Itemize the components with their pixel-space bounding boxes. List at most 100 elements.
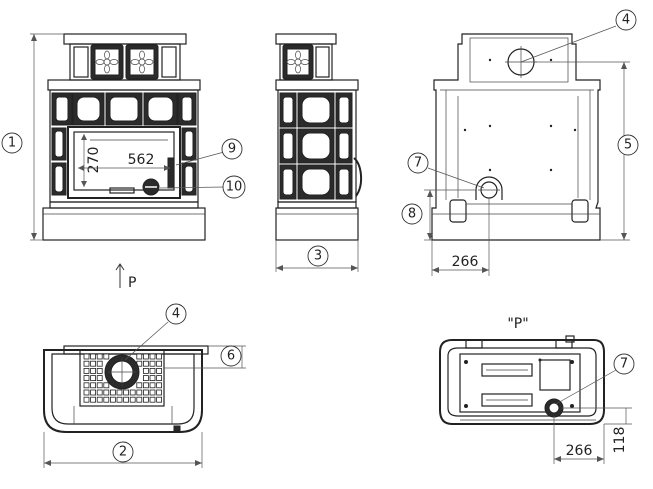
callout-10: 10 — [222, 175, 246, 199]
top-grille-frame — [79, 349, 165, 407]
grille-cell — [149, 353, 156, 360]
grille-cell — [96, 396, 103, 403]
grille-cell — [96, 353, 103, 360]
grille-cell — [96, 375, 103, 382]
grille-cell — [136, 389, 143, 396]
grille-cell — [83, 375, 90, 382]
grille-cell — [156, 382, 163, 389]
grille-cell — [149, 375, 156, 382]
grille-cell — [142, 360, 149, 367]
dim-bottom-outlet-offset: 266 — [566, 443, 593, 459]
grille-cell — [129, 396, 136, 403]
dim-firebox-width: 562 — [128, 152, 155, 168]
grille-cell — [156, 367, 163, 374]
door-handle — [167, 157, 175, 189]
grille-cell — [96, 382, 103, 389]
grille-cell — [110, 396, 116, 403]
grille-cell — [110, 389, 116, 396]
grille-cell — [142, 382, 149, 389]
front-crown-side-tile — [73, 46, 89, 78]
grille-cell — [90, 360, 96, 367]
svg-text:8: 8 — [408, 207, 416, 222]
dim-firebox-height: 270 — [86, 147, 102, 174]
grille-cell — [96, 367, 103, 374]
side-crown-cap — [275, 33, 337, 45]
front-cornice — [47, 79, 201, 91]
grille-cell — [83, 382, 90, 389]
bottom-fixing-points — [464, 358, 574, 408]
side-door-handle — [353, 157, 362, 197]
top-grille — [83, 353, 163, 403]
grille-cell — [149, 367, 156, 374]
callout-9: 9 — [221, 138, 243, 160]
grille-cell — [156, 396, 163, 403]
front-firebox-door — [67, 126, 181, 199]
svg-text:3: 3 — [314, 249, 322, 264]
callout-3: 3 — [307, 245, 329, 267]
grille-cell — [103, 382, 110, 389]
bottom-vent-slot — [481, 363, 533, 377]
grille-cell — [103, 389, 110, 396]
grille-cell — [83, 396, 90, 403]
side-tile-grid — [279, 92, 353, 200]
grille-cell — [149, 396, 156, 403]
grille-cell — [123, 396, 129, 403]
grille-cell — [116, 389, 123, 396]
grille-cell — [83, 360, 90, 367]
front-crown-side-tile — [161, 46, 177, 78]
grille-cell — [90, 367, 96, 374]
svg-text:5: 5 — [624, 138, 632, 153]
grille-cell — [156, 375, 163, 382]
dim-rear-outlet-offset: 266 — [452, 254, 479, 270]
grille-cell — [83, 353, 90, 360]
svg-text:10: 10 — [226, 180, 243, 195]
ash-slot — [109, 187, 135, 194]
grille-cell — [90, 375, 96, 382]
side-view — [275, 33, 362, 272]
callout-7-bottom: 7 — [613, 353, 635, 375]
svg-text:4: 4 — [172, 307, 180, 322]
front-ornament-inner-left — [94, 48, 120, 76]
grille-cell — [96, 360, 103, 367]
grille-cell — [156, 360, 163, 367]
side-cornice — [275, 79, 359, 91]
grille-cell — [149, 360, 156, 367]
grille-cell — [156, 353, 163, 360]
ornament-flower-icon — [286, 50, 310, 74]
callout-6: 6 — [220, 345, 242, 367]
callout-4-top: 4 — [165, 303, 187, 325]
side-plinth — [275, 207, 359, 241]
bottom-vent-slot — [481, 393, 533, 407]
svg-text:6: 6 — [227, 349, 235, 364]
callout-5: 5 — [617, 134, 639, 156]
callout-8: 8 — [401, 203, 423, 225]
callout-4-rear: 4 — [615, 9, 637, 31]
front-crown-cap — [63, 33, 187, 45]
rear-fixing-points — [463, 58, 577, 172]
grille-cell — [90, 382, 96, 389]
svg-text:7: 7 — [414, 156, 422, 171]
grille-cell — [83, 389, 90, 396]
grille-cell — [103, 353, 110, 360]
bottom-view-title: "P" — [507, 316, 528, 332]
bottom-outline — [439, 339, 605, 425]
grille-cell — [116, 396, 123, 403]
view-arrow-label: P — [128, 275, 136, 291]
grille-cell — [83, 367, 90, 374]
front-plinth — [42, 207, 206, 241]
dim-bottom-outlet-height: 118 — [612, 427, 628, 454]
callout-2: 2 — [112, 441, 134, 463]
grille-cell — [103, 396, 110, 403]
grille-cell — [96, 389, 103, 396]
svg-text:1: 1 — [8, 136, 16, 151]
grille-cell — [136, 382, 143, 389]
grille-cell — [142, 367, 149, 374]
grille-cell — [136, 353, 143, 360]
svg-text:7: 7 — [620, 357, 628, 372]
top-outline — [43, 349, 203, 433]
grille-cell — [136, 396, 143, 403]
front-ornament-inner-right — [129, 48, 155, 76]
grille-cell — [142, 389, 149, 396]
bottom-view: "P" 266 118 — [439, 316, 632, 464]
